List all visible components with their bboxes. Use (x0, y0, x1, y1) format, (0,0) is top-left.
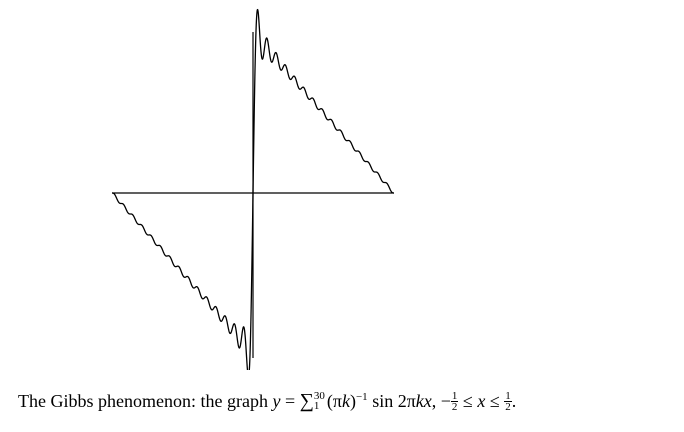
caption-text: The Gibbs phenomenon: the graph (18, 391, 268, 411)
gibbs-figure (112, 8, 394, 370)
gibbs-curve (112, 8, 394, 370)
